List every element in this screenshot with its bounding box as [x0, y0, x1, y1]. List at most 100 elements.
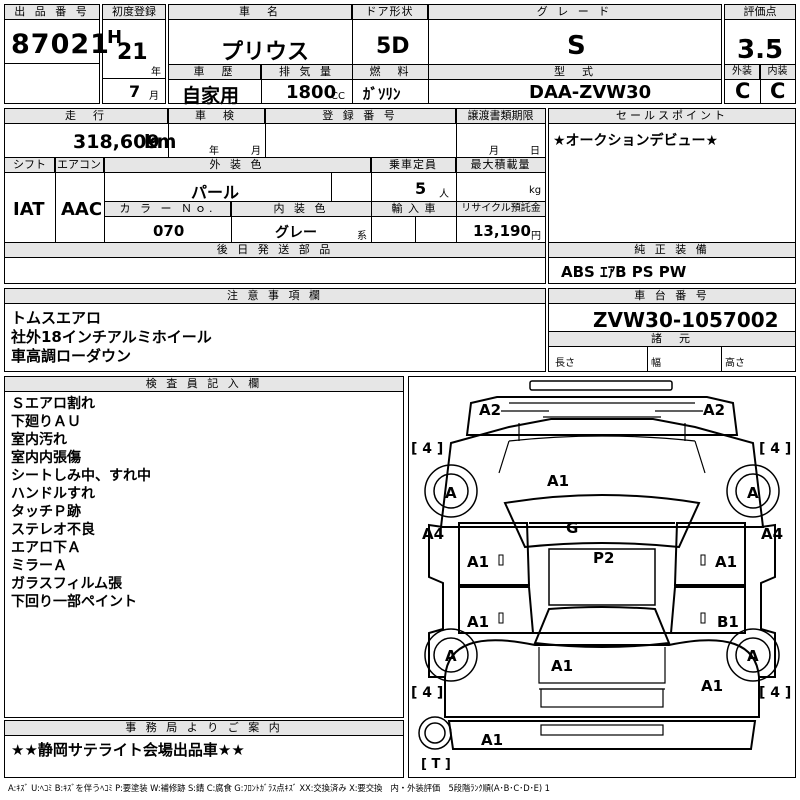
- fuel: ｶﾞｿﾘﾝ: [363, 85, 401, 103]
- inspector-line: ガラスフィルム張: [11, 576, 123, 592]
- equipment-label: 純 正 装 備: [549, 243, 795, 258]
- tire-rear-right: [ 4 ]: [759, 685, 792, 701]
- inspection-month-unit: 月: [251, 146, 261, 157]
- load-label: 最大積載量: [456, 158, 545, 173]
- damage-door-fr: A1: [715, 553, 738, 571]
- damage-wheel-rl: A: [445, 647, 457, 665]
- transfer-label: 譲渡書類期限: [456, 109, 545, 124]
- grade: S: [567, 31, 586, 61]
- tire-rear-left: [ 4 ]: [411, 685, 444, 701]
- displacement: 1800: [286, 82, 337, 103]
- ac: AAC: [61, 199, 103, 220]
- int-label: 内装: [760, 65, 795, 80]
- shift-label: シフト: [5, 158, 55, 173]
- damage-diagram: [ 4 ] [ 4 ] [ 4 ] [ 4 ] [ T ] A2 A2 A1 A…: [408, 376, 796, 778]
- dims-label: 諸 元: [549, 332, 795, 347]
- chassis-number: ZVW30-1057002: [593, 308, 779, 332]
- later-parts-label: 後 日 発 送 部 品: [5, 243, 545, 258]
- lot-label: 出 品 番 号: [5, 5, 99, 20]
- caution-line: 車高調ローダウン: [11, 347, 132, 365]
- history-label: 車 歴: [169, 65, 261, 80]
- inspector-line: ステレオ不良: [11, 522, 95, 538]
- damage-bumper-front-right: A2: [703, 401, 726, 419]
- damage-fender-right: A4: [761, 525, 784, 543]
- displacement-unit: CC: [331, 91, 345, 102]
- chassis-label: 車 台 番 号: [549, 289, 795, 304]
- color-no-label: カ ラ ー Ｎｏ.: [105, 202, 231, 217]
- sales-point-block: セールスポイント ★オークションデビュー★ 純 正 装 備 ABS ｴｱB PS…: [548, 108, 796, 284]
- grade-label: グ レ ー ド: [428, 5, 721, 20]
- score-cell: 評価点 3.5 外装 内装 C C: [724, 4, 796, 104]
- fuel-label: 燃 料: [353, 65, 428, 80]
- color-no: 070: [153, 222, 185, 240]
- length-label: 長さ: [555, 358, 575, 369]
- damage-door-fl: A1: [467, 553, 490, 571]
- color: パール: [191, 183, 240, 202]
- tire-front-right: [ 4 ]: [759, 441, 792, 457]
- first-registration-cell: 初度登録 H 21 年 7 月: [102, 4, 166, 104]
- inspector-block: 検 査 員 記 入 欄 Ｓエアロ割れ 下廻りＡＵ 室内汚れ 室内内張傷 シートし…: [4, 376, 404, 718]
- import-label: 輸 入 車: [372, 202, 456, 217]
- model-label: 型 式: [429, 65, 721, 80]
- ext-grade: C: [735, 79, 751, 103]
- inspector-line: タッチＰ跡: [11, 504, 81, 520]
- damage-fender-left: A4: [422, 525, 445, 543]
- damage-bumper-front-left: A2: [479, 401, 502, 419]
- damage-wheel-fr: A: [747, 484, 759, 502]
- model: DAA-ZVW30: [529, 82, 652, 103]
- tire-front-left: [ 4 ]: [411, 441, 444, 457]
- inspector-label: 検 査 員 記 入 欄: [5, 377, 403, 392]
- inspector-line: エアロ下Ａ: [11, 540, 81, 556]
- damage-door-rl: A1: [467, 613, 490, 631]
- ac-label: エアコン: [55, 158, 104, 173]
- mileage-label: 走 行: [5, 109, 168, 124]
- sales-point: ★オークションデビュー★: [553, 133, 719, 149]
- legend: A:ｷｽﾞ U:ﾍｺﾐ B:ｷｽﾞを伴うﾍｺﾐ P:要塗装 W:補修跡 S:錆 …: [8, 783, 550, 793]
- history: 自家用: [182, 85, 240, 107]
- damage-wheel-rr: A: [747, 647, 759, 665]
- reg-no-label: 登 録 番 号: [265, 109, 456, 124]
- doors-label: ドア形状: [352, 5, 428, 20]
- damage-roof: P2: [593, 549, 615, 567]
- transfer-day-unit: 日: [530, 146, 540, 157]
- inspector-line: 下回り一部ペイント: [11, 594, 137, 610]
- score-label: 評価点: [725, 5, 795, 20]
- equipment: ABS ｴｱB PS PW: [561, 263, 687, 281]
- height-label: 高さ: [725, 358, 745, 369]
- ext-label: 外装: [725, 65, 760, 80]
- mileage: 318,609: [73, 131, 160, 153]
- int-grade: C: [770, 79, 786, 103]
- caution-notes: トムスエアロ 社外18インチアルミホイール 車高調ローダウン: [11, 309, 212, 366]
- mileage-unit: km: [144, 131, 177, 153]
- damage-trunk: A1: [551, 657, 574, 675]
- car-name: プリウス: [221, 40, 310, 65]
- caution-line: トムスエアロ: [11, 309, 102, 327]
- inspector-line: 下廻りＡＵ: [11, 414, 81, 430]
- damage-under-left: A1: [481, 731, 504, 749]
- lot-cell: 出 品 番 号 87021: [4, 4, 109, 104]
- inspection-year-unit: 年: [209, 146, 219, 157]
- month-unit: 月: [149, 91, 159, 102]
- capacity-unit: 人: [439, 189, 449, 200]
- first-reg-label: 初度登録: [103, 5, 165, 20]
- damage-wheel-fl: A: [445, 484, 457, 502]
- caution-block: 注 意 事 項 欄 トムスエアロ 社外18インチアルミホイール 車高調ローダウン: [4, 288, 546, 372]
- color-label: 外 装 色: [104, 158, 371, 173]
- recycle-label: リサイクル預託金: [457, 202, 545, 217]
- score: 3.5: [737, 35, 784, 65]
- interior-color: グレー: [275, 225, 317, 241]
- displacement-label: 排 気 量: [261, 65, 352, 80]
- reg-year: 21: [117, 40, 148, 65]
- damage-windshield: G: [566, 519, 579, 537]
- inspector-line: 室内内張傷: [11, 450, 81, 466]
- year-unit: 年: [151, 67, 161, 78]
- load-unit: kg: [529, 185, 542, 196]
- recycle-fee: 13,190: [473, 222, 531, 240]
- chassis-block: 車 台 番 号 ZVW30-1057002 諸 元 長さ 幅 高さ: [548, 288, 796, 372]
- inspector-line: ハンドルすれ: [11, 486, 95, 502]
- capacity-label: 乗車定員: [371, 158, 456, 173]
- office-text: ★★静岡サテライト会場出品車★★: [11, 741, 245, 759]
- interior-unit: 系: [357, 231, 367, 242]
- caution-label: 注 意 事 項 欄: [5, 289, 545, 304]
- shift: IAT: [13, 199, 45, 220]
